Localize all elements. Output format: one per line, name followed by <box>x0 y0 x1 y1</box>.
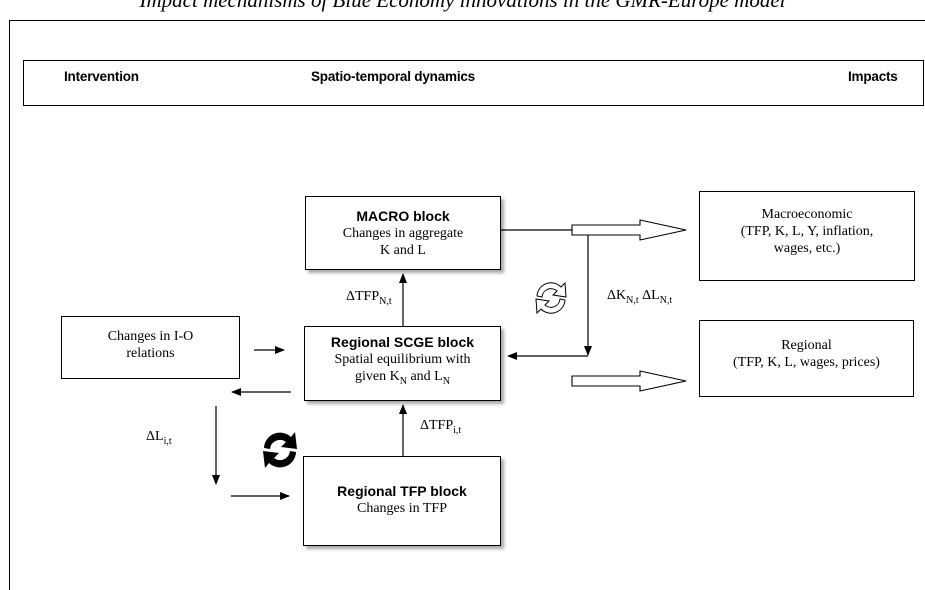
macro-impacts-line1: Macroeconomic <box>761 207 853 222</box>
io-relations-line1: Changes in I-O <box>107 329 194 344</box>
tfp-block-line1: Changes in TFP <box>357 501 447 516</box>
regional-impacts-box: Regional (TFP, K, L, wages, prices) <box>699 320 914 397</box>
header-impacts: Impacts <box>848 69 898 84</box>
delta-l-i-label: ΔLi,t <box>146 429 172 447</box>
header-intervention: Intervention <box>64 69 139 84</box>
macro-impacts-line3: wages, etc.) <box>773 241 841 256</box>
figure-frame <box>9 20 925 590</box>
macroeconomic-impacts-box: Macroeconomic (TFP, K, L, Y, inflation, … <box>699 191 915 281</box>
header-dynamics: Spatio-temporal dynamics <box>311 69 475 84</box>
hollow-arrow-macro-impacts <box>571 219 687 241</box>
macro-block: MACRO block Changes in aggregate K and L <box>305 196 501 270</box>
macro-impacts-line2: (TFP, K, L, Y, inflation, <box>740 224 874 239</box>
cycle-outline-icon <box>535 281 567 315</box>
io-relations-line2: relations <box>126 346 175 361</box>
tfp-block: Regional TFP block Changes in TFP <box>303 456 501 546</box>
regional-impacts-line1: Regional <box>781 338 832 353</box>
delta-tfp-i-label: ΔTFPi,t <box>420 418 462 436</box>
io-relations-box: Changes in I-O relations <box>61 316 240 379</box>
delta-k-l-n-label: ΔKN,t ΔLN,t <box>607 288 673 306</box>
macro-block-title: MACRO block <box>356 208 450 224</box>
scge-block-line2: given KN and LN <box>355 369 450 387</box>
scge-block: Regional SCGE block Spatial equilibrium … <box>304 326 501 401</box>
macro-block-line2: K and L <box>380 243 426 258</box>
header-row: Intervention Spatio-temporal dynamics Im… <box>23 60 924 106</box>
delta-tfp-n-label: ΔTFPN,t <box>346 289 392 307</box>
scge-block-line1: Spatial equilibrium with <box>334 352 471 367</box>
regional-impacts-line2: (TFP, K, L, wages, prices) <box>733 355 880 370</box>
diagram-title: Impact mechanisms of Blue Economy innova… <box>139 0 786 12</box>
macro-block-line1: Changes in aggregate <box>342 226 464 241</box>
cycle-solid-icon <box>263 432 297 468</box>
tfp-block-title: Regional TFP block <box>337 483 467 499</box>
scge-block-title: Regional SCGE block <box>330 334 475 350</box>
hollow-arrow-regional-impacts <box>571 370 687 392</box>
